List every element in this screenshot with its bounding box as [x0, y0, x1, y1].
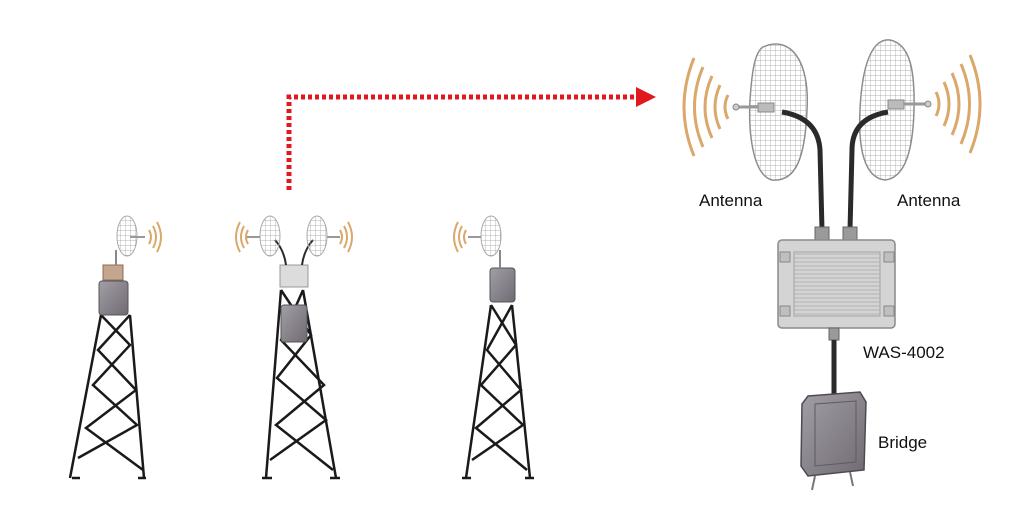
radio-wave-icon: [453, 221, 467, 253]
right-assembly: [682, 39, 982, 491]
radio-wave-icon: [148, 221, 162, 253]
antenna-right-label: Antenna: [897, 191, 961, 210]
grid-dish-antenna-icon: [732, 43, 809, 181]
grid-dish-antenna-icon: [468, 215, 502, 268]
bridge-unit-icon: [98, 280, 129, 316]
radio-wave-icon: [235, 221, 249, 253]
bridge-unit-icon: [280, 304, 308, 343]
outdoor-bridge-unit-icon: [800, 391, 867, 491]
lattice-tower-icon: [68, 314, 146, 480]
link-arrow: [286, 87, 656, 190]
grid-dish-antenna-icon: [858, 39, 932, 181]
lattice-tower-icon: [462, 304, 534, 480]
enclosure-box-icon: [777, 239, 896, 329]
was-4002-label: WAS-4002: [863, 343, 945, 362]
grid-dish-antenna-icon: [306, 215, 340, 257]
antenna-left-label: Antenna: [699, 191, 763, 210]
grid-dish-antenna-icon: [115, 215, 145, 265]
grid-dish-antenna-icon: [247, 215, 281, 257]
tower-center: [235, 215, 353, 480]
bridge-label: Bridge: [878, 433, 928, 452]
tower-left: [68, 215, 162, 480]
tower-right: [453, 215, 534, 480]
radio-wave-icon: [339, 221, 353, 253]
enclosure-box-icon: [279, 264, 309, 288]
radio-wave-icon: [934, 54, 982, 154]
bridge-unit-icon: [489, 267, 516, 303]
radio-wave-icon: [682, 57, 730, 157]
